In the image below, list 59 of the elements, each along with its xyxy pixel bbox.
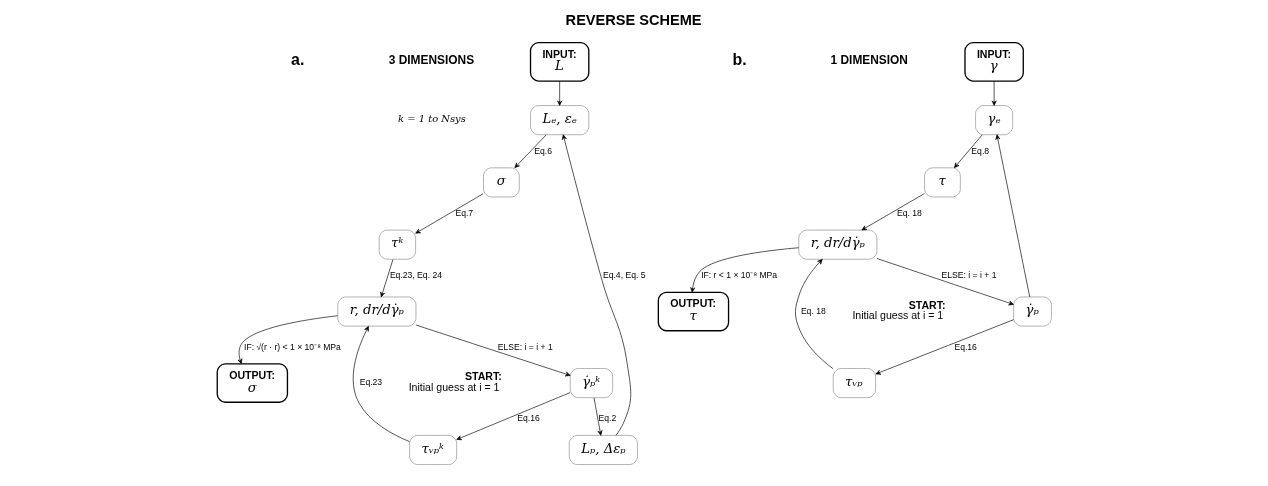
arrow — [861, 193, 925, 231]
arrow — [689, 247, 799, 293]
node-box: Lₚ, Δεₚ — [568, 435, 638, 465]
node-label: Initial guess at i = 1 — [408, 380, 500, 393]
node-box: OUTPUT: σ — [216, 363, 288, 403]
label: 3 DIMENSIONS — [388, 53, 474, 68]
arrow — [455, 392, 570, 440]
diagram-title: REVERSE SCHEME — [565, 11, 702, 28]
edge-label: Eq.16 — [516, 413, 540, 424]
arrow — [561, 134, 631, 436]
arrow — [414, 193, 484, 234]
label: k = 1 to Nsys — [397, 112, 466, 124]
label: a. — [290, 51, 304, 69]
node-label: START: — [464, 370, 502, 383]
arrow — [794, 259, 833, 370]
node-box: r, dr/dγ̇ₚ — [336, 296, 416, 327]
node-box: OUTPUT: τ — [657, 291, 729, 332]
node-box: Lₑ, εₑ — [529, 105, 589, 136]
edge-label: IF: √(r · r) < 1 × 10⁻⁸ MPa — [243, 341, 341, 352]
arrow — [953, 134, 982, 168]
edge-label: ELSE: i = i + 1 — [941, 270, 996, 281]
arrow — [991, 80, 997, 106]
arrow — [556, 80, 562, 106]
arrow — [379, 259, 393, 298]
arrow — [995, 134, 1030, 298]
node-box: τᵏ — [378, 229, 416, 260]
node-label: Initial guess at i = 1 — [851, 309, 943, 322]
node-box: γ̇ₚ — [1012, 296, 1052, 327]
node-box: τ — [923, 167, 961, 198]
arrow — [593, 397, 602, 436]
node-box: r, dr/dγ̇ₚ — [797, 229, 877, 260]
node-box: γ̇ₚᵏ — [569, 368, 613, 398]
arrow — [514, 134, 546, 168]
node-box: γₑ — [974, 105, 1013, 136]
node-box: INPUT: L — [529, 42, 589, 82]
label: b. — [732, 51, 747, 69]
arrow — [875, 319, 1014, 375]
arrow — [352, 326, 410, 442]
node-box: σ — [482, 167, 520, 198]
node-box: τᵥₚᵏ — [408, 435, 457, 465]
edge-label: Eq.16 — [953, 341, 977, 352]
edge-label: Eq.4, Eq. 5 — [602, 270, 645, 281]
node-label: START: — [908, 298, 946, 311]
edge-label: Eq.8 — [970, 145, 989, 156]
edge-label: Eq.6 — [533, 145, 552, 156]
edge-label: IF: r < 1 × 10⁻⁸ MPa — [700, 270, 777, 281]
node-box: INPUT: γ — [963, 42, 1024, 82]
edge-label: Eq.7 — [454, 207, 473, 218]
edge-label: Eq.2 — [598, 413, 616, 424]
edge-label: ELSE: i = i + 1 — [497, 341, 553, 352]
arrow — [237, 315, 338, 365]
node-box: τᵥₚ — [832, 368, 876, 398]
arrow — [415, 324, 571, 377]
edge-label: Eq.23 — [359, 377, 382, 388]
arrow — [876, 258, 1014, 306]
edge-label: Eq. 18 — [800, 305, 826, 316]
label: 1 DIMENSION — [830, 53, 908, 68]
edge-label: Eq.23, Eq. 24 — [389, 270, 442, 281]
edge-label: Eq. 18 — [896, 207, 922, 218]
